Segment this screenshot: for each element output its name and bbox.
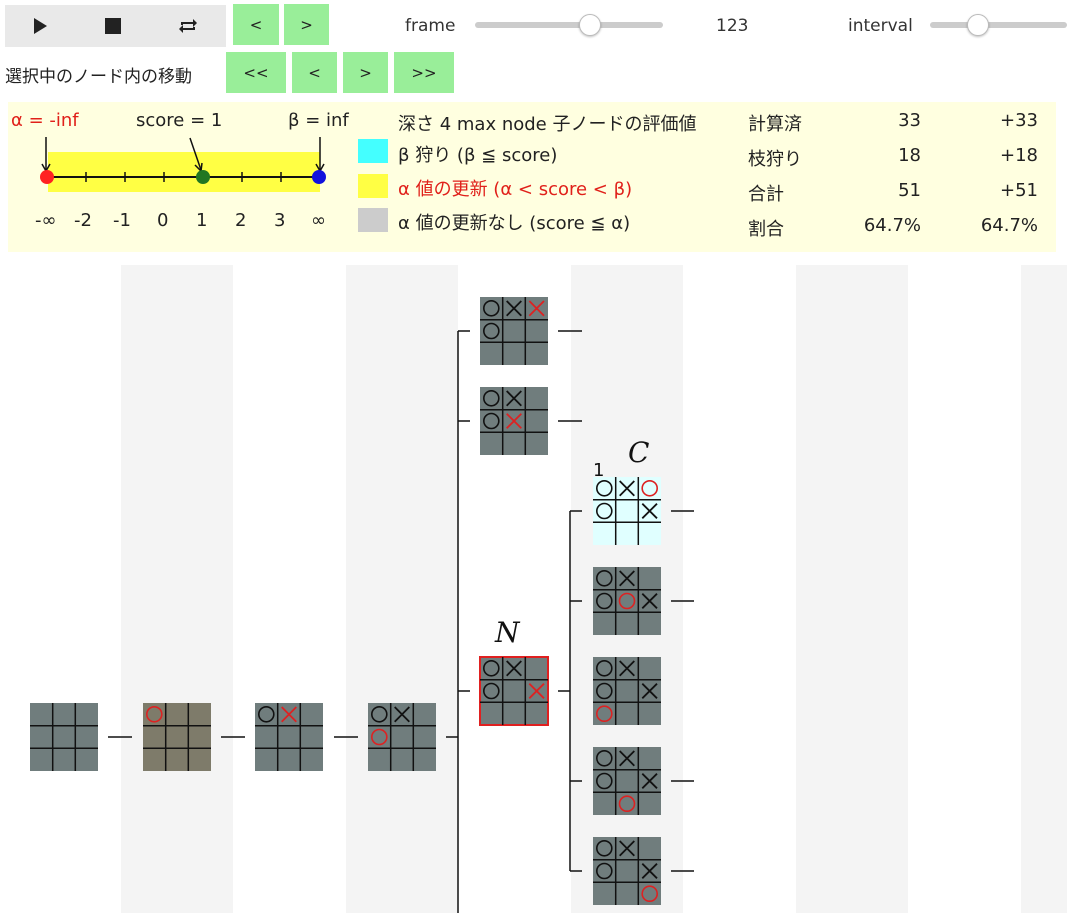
interval-slider-track	[930, 22, 1067, 28]
tick-label: 2	[235, 210, 247, 231]
beta-label: β = inf	[288, 110, 349, 131]
alpha-label: α = -inf	[11, 110, 79, 131]
node-move-label: 選択中のノード内の移動	[5, 67, 192, 87]
frame-label: frame	[405, 16, 456, 36]
depth-column-7	[796, 265, 908, 913]
frame-slider-thumb[interactable]	[579, 14, 601, 36]
repeat-icon	[179, 19, 197, 33]
frame-slider-track	[475, 22, 663, 28]
legend-swatch-alpha-update	[358, 174, 388, 198]
tree-node-depth4-b	[480, 387, 548, 455]
legend-header: 深さ 4 max node 子ノードの評価値	[398, 114, 697, 135]
depth-column-9	[1021, 265, 1067, 913]
frame-value: 123	[716, 16, 749, 36]
stop-button[interactable]	[75, 5, 150, 47]
tick-label: 0	[157, 210, 169, 231]
stats-delta: +51	[1000, 180, 1038, 201]
tick-label: 1	[196, 210, 208, 231]
legend-text-beta-cut: β 狩り (β ≦ score)	[398, 145, 558, 166]
tree-node-selected-n	[479, 656, 549, 726]
stats-delta: +33	[1000, 110, 1038, 131]
tick-label: -∞	[35, 210, 57, 231]
tree-node-depth5-e	[593, 837, 661, 905]
interval-label: interval	[848, 16, 913, 36]
tree-edges	[108, 330, 694, 913]
interval-slider-thumb[interactable]	[967, 14, 989, 36]
legend-text-alpha-update: α 値の更新 (α < score < β)	[398, 179, 633, 200]
play-button[interactable]	[5, 5, 75, 47]
alpha-point	[40, 170, 54, 184]
tree-node-depth3	[368, 703, 436, 771]
beta-point	[312, 170, 326, 184]
node-next-button[interactable]: >	[343, 52, 388, 93]
stats-value: 51	[898, 180, 921, 201]
tick-label: ∞	[311, 210, 326, 231]
node-score-c: 1	[593, 460, 604, 481]
tree-node-depth2	[255, 703, 323, 771]
tick-label: 3	[274, 210, 286, 231]
score-point	[196, 170, 210, 184]
stats-label: 計算済	[748, 114, 802, 135]
node-label-c: C	[628, 436, 649, 469]
interval-slider[interactable]	[930, 10, 1067, 40]
tree-node-depth5-c	[593, 657, 661, 725]
score-label: score = 1	[136, 110, 223, 131]
tree-node-depth5-d	[593, 747, 661, 815]
next-frame-button[interactable]: >	[284, 4, 329, 45]
stop-icon	[104, 18, 121, 34]
tick-labels: -∞ -2 -1 0 1 2 3 ∞	[8, 210, 348, 234]
legend-swatch-beta-cut	[358, 139, 388, 163]
depth-column-1	[121, 265, 233, 913]
stats-label: 合計	[748, 184, 784, 205]
stats-value: 33	[898, 110, 921, 131]
legend-text-no-update: α 値の更新なし (score ≦ α)	[398, 213, 631, 234]
tick-marks	[85, 172, 282, 182]
tick-label: -1	[113, 210, 131, 231]
tree-node-child-c	[593, 477, 661, 545]
stats-label: 割合	[748, 219, 784, 240]
prev-frame-button[interactable]: <	[233, 4, 279, 45]
tree-node-depth4-a	[480, 297, 548, 365]
node-first-button[interactable]: <<	[226, 52, 286, 93]
stats-delta: +18	[1000, 145, 1038, 166]
repeat-button[interactable]	[150, 5, 226, 47]
stats-delta: 64.7%	[980, 215, 1038, 236]
score-arrow	[189, 137, 202, 171]
tree-node-root	[30, 703, 98, 771]
depth-column-3	[346, 265, 458, 913]
node-prev-button[interactable]: <	[292, 52, 337, 93]
tick-label: -2	[74, 210, 92, 231]
node-label-n: N	[494, 616, 521, 649]
window-range-bar	[48, 152, 320, 192]
alpha-beta-window	[40, 137, 326, 192]
node-last-button[interactable]: >>	[394, 52, 454, 93]
play-icon	[34, 18, 47, 34]
stats-value: 64.7%	[863, 215, 921, 236]
tree-node-depth1	[143, 703, 211, 771]
info-panel: α = -inf score = 1 β = inf -∞ -2 -1 0 1 …	[8, 102, 1056, 252]
tree-node-depth5-b	[593, 567, 661, 635]
stats-value: 18	[898, 145, 921, 166]
legend-swatch-no-update	[358, 208, 388, 232]
stats-label: 枝狩り	[748, 149, 802, 170]
frame-slider[interactable]	[475, 10, 663, 40]
